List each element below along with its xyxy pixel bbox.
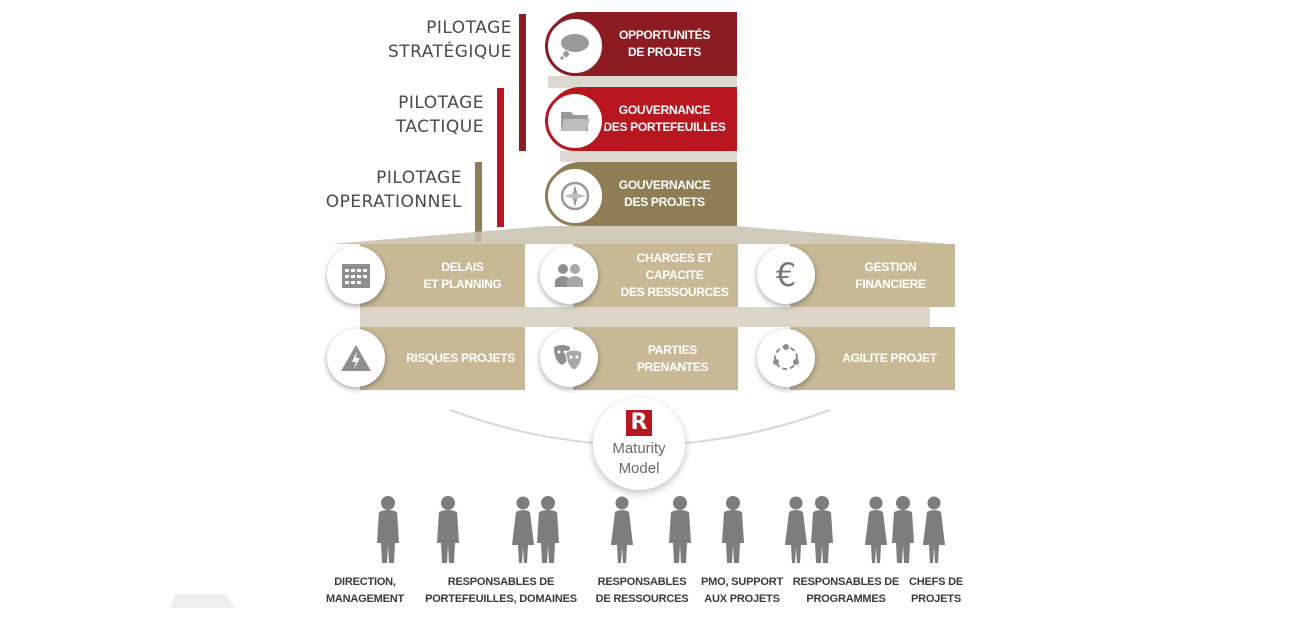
euro-icon: € [757, 246, 815, 304]
theatre-masks-icon [540, 329, 598, 387]
people-icon [540, 246, 598, 304]
folder-icon [545, 91, 605, 151]
maturity-model-badge: R Maturity Model [593, 398, 685, 490]
level-bar-strategique [519, 14, 526, 151]
card-agilite-projet: AGILITE PROJET [790, 327, 955, 390]
level-bar-operationnel [475, 162, 482, 242]
level-label-strategique: PILOTAGE STRATÉGIQUE [388, 18, 512, 62]
level-label-tactique: PILOTAGE TACTIQUE [395, 93, 484, 137]
level-label-operationnel: PILOTAGE OPERATIONNEL [325, 168, 462, 212]
cycle-icon [757, 329, 815, 387]
card-risques-projets: RISQUES PROJETS [360, 327, 525, 390]
maturity-logo: R [626, 409, 652, 436]
audience-chefs-projets: CHEFS DE PROJETS [908, 576, 964, 605]
compass-icon [545, 166, 605, 226]
audience-direction: DIRECTION, MANAGEMENT [325, 576, 405, 605]
card-charges-capacite: CHARGES ET CAPACITE DES RESSOURCES [573, 244, 738, 307]
card-parties-prenantes: PARTIES PRENANTES [573, 327, 738, 390]
card-gestion-financiere: GESTION FINANCIERE [790, 244, 955, 307]
audience-programmes: RESPONSABLES DE PROGRAMMES [792, 576, 900, 605]
audience-portefeuilles: RESPONSABLES DE PORTEFEUILLES, DOMAINES [425, 576, 577, 605]
audience-ressources: RESPONSABLES DE RESSOURCES [595, 576, 689, 605]
card-delais-planning: DELAIS ET PLANNING [360, 244, 525, 307]
warning-icon [327, 329, 385, 387]
audience-pmo: PMO, SUPPORT AUX PROJETS [701, 576, 783, 605]
thought-cloud-icon [545, 16, 605, 76]
level-bar-tactique [497, 88, 504, 227]
calendar-icon [327, 246, 385, 304]
maturity-label: Maturity Model [612, 439, 666, 477]
